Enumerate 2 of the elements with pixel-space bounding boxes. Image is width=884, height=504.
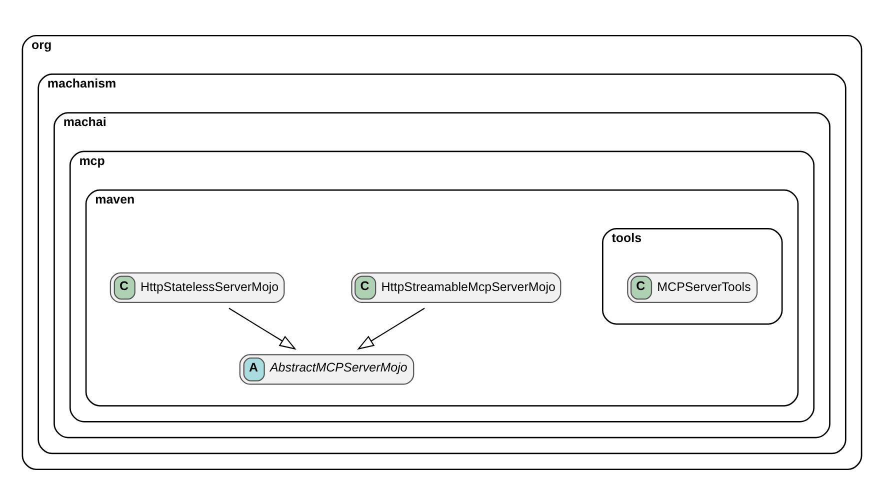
arrow — [228, 307, 296, 350]
arrow — [357, 307, 425, 350]
